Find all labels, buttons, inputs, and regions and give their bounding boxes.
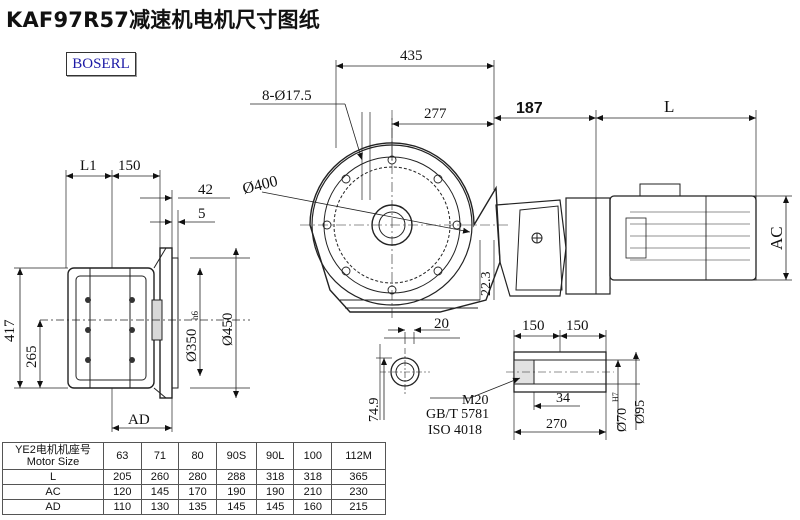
size-cell: 112M (331, 442, 386, 470)
dim-d70-group: Ø70 H7 (611, 392, 630, 432)
dim-d350: Ø350 (184, 329, 200, 362)
dim-22-3: 22.3 (479, 272, 494, 297)
dim-150-top: 150 (118, 158, 141, 174)
size-cell: 71 (140, 442, 180, 470)
front-view (250, 60, 792, 320)
value-cell: 170 (178, 484, 217, 500)
value-cell: 288 (215, 469, 257, 485)
size-cell: 90L (255, 442, 295, 470)
dim-d350-group: Ø350 h6 (184, 311, 200, 363)
dim-34: 34 (556, 391, 570, 406)
table-row-AD: AD 110 130 135 145 145 160 215 (2, 499, 386, 515)
value-cell: 110 (103, 499, 142, 515)
table-row-AC: AC 120 145 170 190 190 210 230 (2, 484, 386, 500)
dim-AD: AD (128, 412, 150, 428)
dim-5: 5 (198, 206, 206, 222)
dim-270: 270 (546, 417, 567, 432)
size-cell: 63 (103, 442, 142, 470)
size-cell: 80 (178, 442, 217, 470)
value-cell: 135 (178, 499, 217, 515)
brand-logo: BOSERL (66, 52, 136, 76)
value-cell: 280 (178, 469, 217, 485)
dim-AC: AC (767, 226, 786, 250)
motor-size-table: YE2电机机座号 Motor Size 63 71 80 90S 90L 100… (2, 442, 386, 515)
dim-187: 187 (516, 100, 543, 117)
value-cell: 190 (215, 484, 257, 500)
dim-iso: ISO 4018 (428, 423, 482, 438)
value-cell: 230 (331, 484, 386, 500)
value-cell: 145 (255, 499, 295, 515)
size-cell: 100 (293, 442, 333, 470)
value-cell: 130 (140, 499, 180, 515)
table-header-row: YE2电机机座号 Motor Size 63 71 80 90S 90L 100… (2, 442, 386, 470)
dim-435: 435 (400, 48, 423, 64)
dim-20: 20 (434, 316, 449, 332)
dim-417: 417 (2, 319, 18, 342)
dim-d450: Ø450 (220, 313, 236, 346)
value-cell: 318 (255, 469, 295, 485)
row-label: L (2, 469, 104, 485)
table-row-L: L 205 260 280 288 318 318 365 (2, 469, 386, 485)
size-cell: 90S (215, 442, 257, 470)
dim-gbt: GB/T 5781 (426, 407, 489, 422)
dim-m20: M20 (462, 393, 488, 408)
dim-d350-tolerance: h6 (190, 311, 200, 321)
dim-d70: Ø70 (615, 408, 630, 432)
dim-150-a: 150 (522, 318, 545, 334)
value-cell: 190 (255, 484, 295, 500)
shaft-detail (430, 330, 640, 440)
value-cell: 205 (103, 469, 142, 485)
dim-L1: L1 (80, 158, 97, 174)
page-title: KAF97R57减速机电机尺寸图纸 (6, 8, 320, 32)
header-label-cell: YE2电机机座号 Motor Size (2, 442, 104, 470)
value-cell: 210 (293, 484, 333, 500)
value-cell: 160 (293, 499, 333, 515)
value-cell: 365 (331, 469, 386, 485)
row-label: AC (2, 484, 104, 500)
keyway-detail (376, 327, 460, 420)
dim-holes: 8-Ø17.5 (262, 88, 312, 104)
dimension-labels: 435 8-Ø17.5 277 187 L L1 150 42 5 Ø400 4… (2, 48, 786, 438)
value-cell: 145 (140, 484, 180, 500)
value-cell: 215 (331, 499, 386, 515)
dim-d70-tolerance: H7 (611, 392, 620, 402)
dim-42: 42 (198, 182, 213, 198)
row-label: AD (2, 499, 104, 515)
value-cell: 260 (140, 469, 180, 485)
value-cell: 145 (215, 499, 257, 515)
side-view (14, 170, 250, 432)
value-cell: 120 (103, 484, 142, 500)
value-cell: 318 (293, 469, 333, 485)
header-label-en: Motor Size (26, 456, 80, 468)
dim-d95: Ø95 (633, 400, 648, 424)
dim-74-9: 74.9 (367, 398, 382, 423)
dim-265: 265 (24, 346, 40, 369)
dim-277: 277 (424, 106, 447, 122)
header-label-cn: YE2电机机座号 (15, 444, 91, 456)
dim-150-b: 150 (566, 318, 589, 334)
dim-L: L (664, 97, 674, 116)
